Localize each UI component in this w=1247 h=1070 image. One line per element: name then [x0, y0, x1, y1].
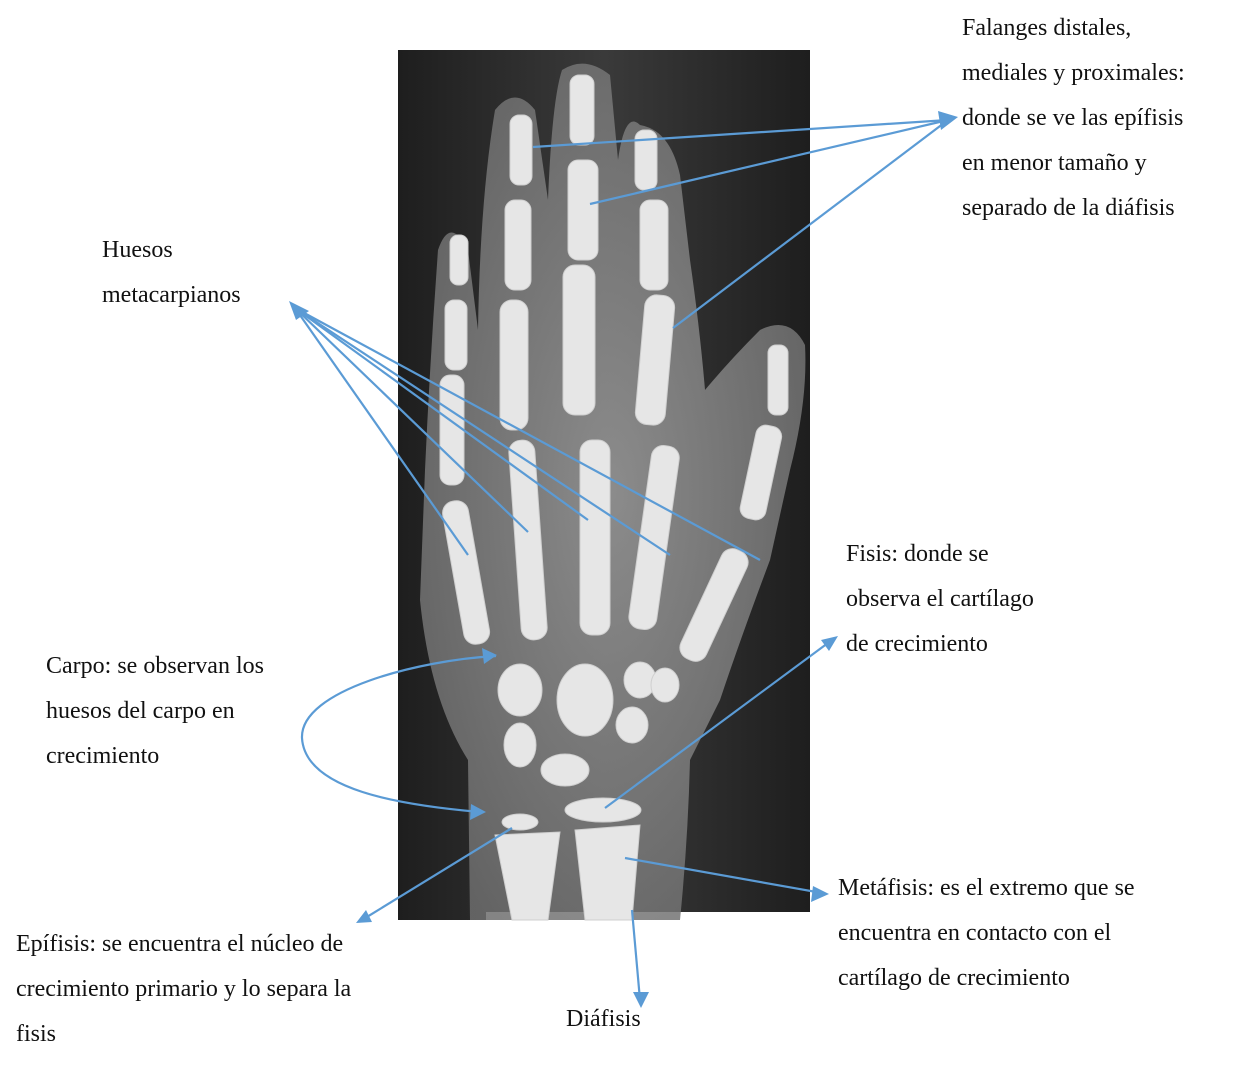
label-carpo-line: Carpo: se observan los	[46, 644, 264, 689]
label-epifisis-line: fisis	[16, 1012, 351, 1057]
label-falanges-line: en menor tamaño y	[962, 141, 1185, 186]
label-metacarpianos: Huesos metacarpianos	[102, 228, 241, 318]
arrow-diafisis	[632, 910, 640, 1000]
label-metafisis: Metáfisis: es el extremo que se encuentr…	[838, 866, 1135, 1001]
label-metafisis-line: cartílago de crecimiento	[838, 956, 1135, 1001]
label-diafisis: Diáfisis	[566, 997, 641, 1042]
label-falanges-line: donde se ve las epífisis	[962, 96, 1185, 141]
label-carpo: Carpo: se observan los huesos del carpo …	[46, 644, 264, 779]
label-falanges: Falanges distales, mediales y proximales…	[962, 6, 1185, 231]
label-carpo-line: huesos del carpo en	[46, 689, 264, 734]
label-metafisis-line: Metáfisis: es el extremo que se	[838, 866, 1135, 911]
label-carpo-line: crecimiento	[46, 734, 264, 779]
label-epifisis: Epífisis: se encuentra el núcleo de crec…	[16, 922, 351, 1057]
label-falanges-line: mediales y proximales:	[962, 51, 1185, 96]
label-fisis-line: observa el cartílago	[846, 577, 1034, 622]
label-epifisis-line: crecimiento primario y lo separa la	[16, 967, 351, 1012]
label-diafisis-line: Diáfisis	[566, 997, 641, 1042]
label-fisis-line: Fisis: donde se	[846, 532, 1034, 577]
label-metacarpianos-line: Huesos	[102, 228, 241, 273]
label-epifisis-line: Epífisis: se encuentra el núcleo de	[16, 922, 351, 967]
label-metafisis-line: encuentra en contacto con el	[838, 911, 1135, 956]
label-fisis-line: de crecimiento	[846, 622, 1034, 667]
label-metacarpianos-line: metacarpianos	[102, 273, 241, 318]
label-fisis: Fisis: donde se observa el cartílago de …	[846, 532, 1034, 667]
label-falanges-line: Falanges distales,	[962, 6, 1185, 51]
label-falanges-line: separado de la diáfisis	[962, 186, 1185, 231]
